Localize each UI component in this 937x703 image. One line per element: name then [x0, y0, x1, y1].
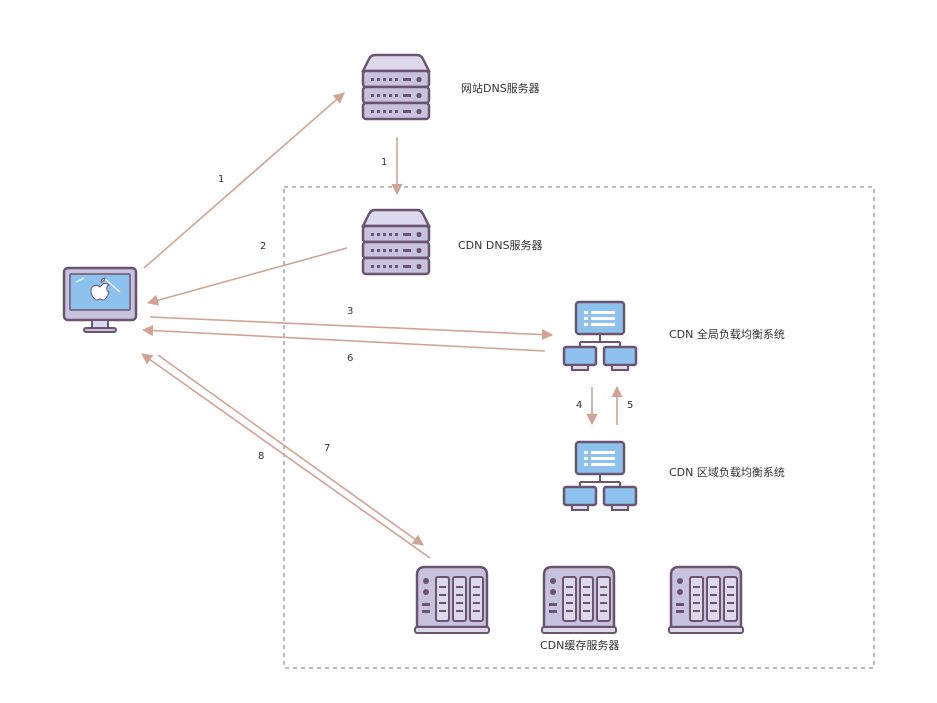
step-label: 5 — [627, 400, 633, 411]
server-rack-icon — [360, 53, 432, 121]
arrow-2-cdn-dns-to-client — [146, 247, 348, 306]
cdn-dns-label: CDN DNS服务器 — [458, 239, 543, 252]
arrow-1-client-to-site-dns — [143, 92, 345, 269]
step-label: 2 — [260, 241, 266, 252]
step-label: 4 — [576, 400, 582, 411]
arrow-3-client-to-global-lb — [149, 316, 554, 341]
step-label: 3 — [347, 306, 353, 317]
site-dns-label: 网站DNS服务器 — [461, 81, 540, 95]
storage-server-icon — [668, 565, 744, 634]
network-hub-icon — [562, 440, 638, 511]
storage-server-icon — [541, 565, 617, 634]
server-rack-icon — [360, 208, 432, 276]
arrow-7-client-to-cache — [157, 354, 424, 546]
storage-server-icon — [414, 565, 490, 634]
regional-lb-label: CDN 区域负载均衡系统 — [669, 465, 785, 479]
arrow-6-global-lb-to-client — [141, 324, 546, 352]
step-label: 8 — [258, 451, 264, 462]
step-label: 1 — [381, 157, 387, 168]
cache-servers-label: CDN缓存服务器 — [540, 638, 619, 652]
global-lb-label: CDN 全局负载均衡系统 — [669, 327, 785, 341]
step-label: 7 — [324, 443, 330, 454]
imac-computer-icon — [62, 266, 138, 333]
network-hub-icon — [562, 300, 638, 371]
step-label: 1 — [218, 174, 224, 185]
step-label: 6 — [347, 353, 353, 364]
arrow-8-cache-to-client — [141, 353, 431, 559]
